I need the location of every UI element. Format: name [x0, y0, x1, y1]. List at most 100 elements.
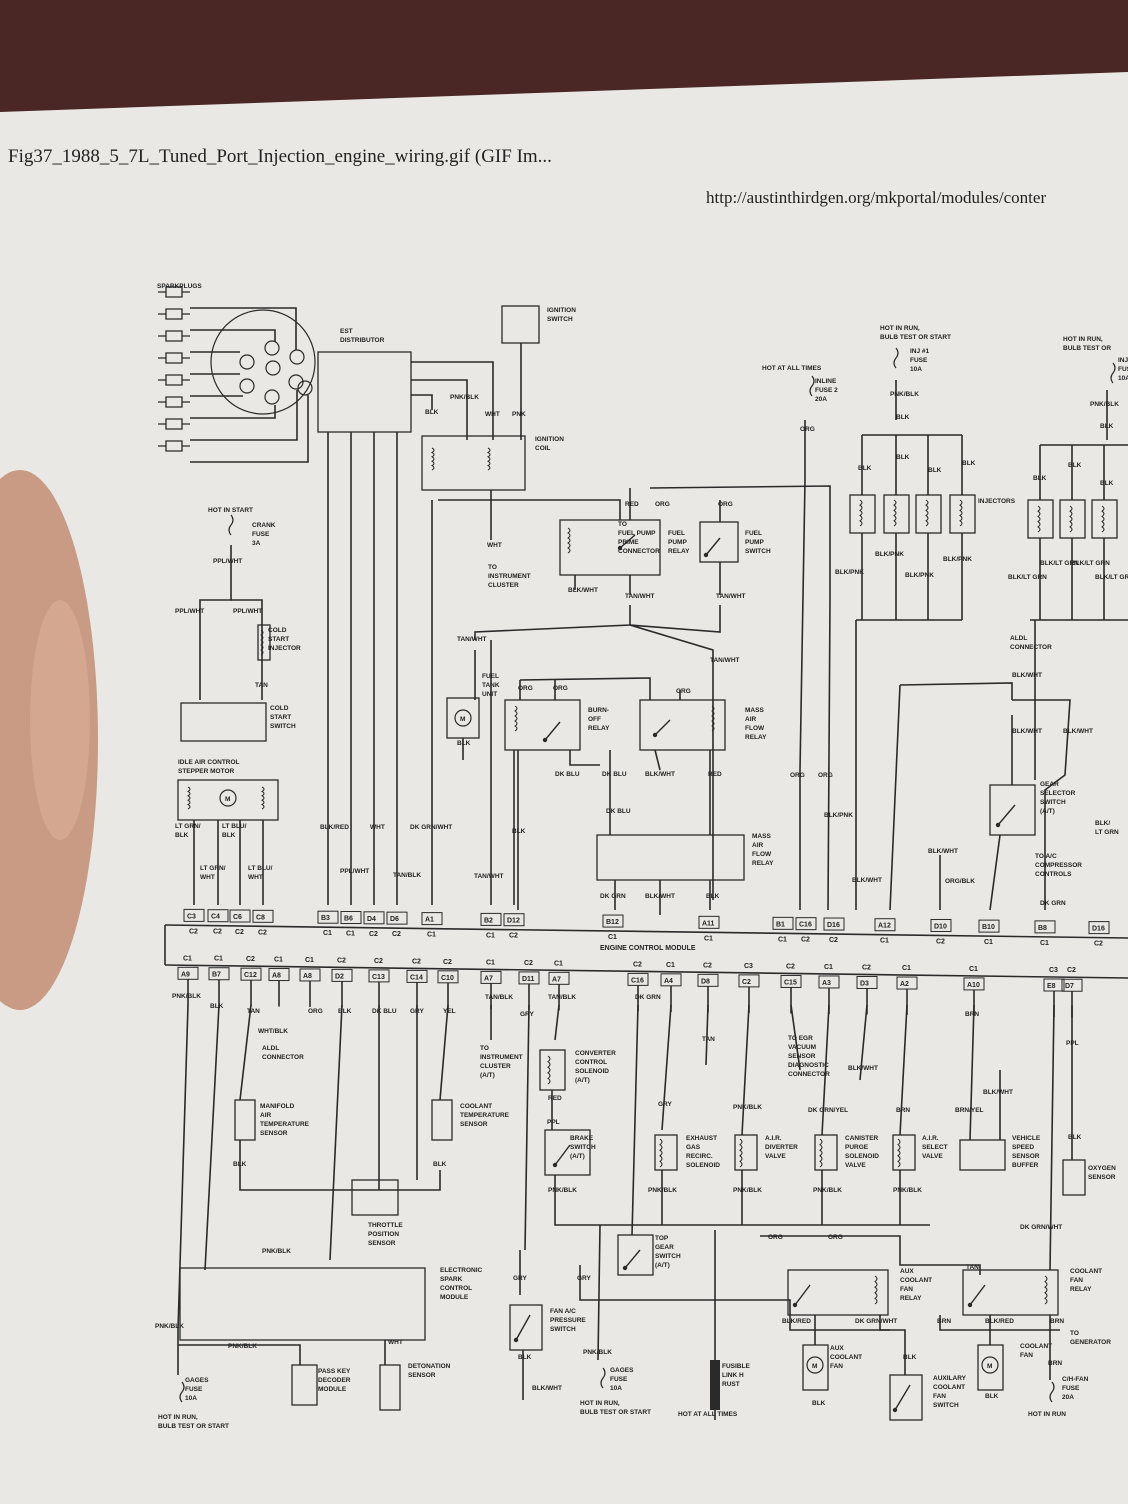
converter-solenoid-box — [539, 1049, 566, 1091]
diagram-label: DK GRN/WHT — [1020, 1224, 1062, 1231]
wire — [569, 750, 600, 766]
coil-icon — [1069, 505, 1073, 533]
ecm-pin-label: B8 — [1038, 925, 1047, 932]
diagram-label: CONTROL — [575, 1059, 607, 1066]
vehicle-speed-sensor-buffer-box — [959, 1139, 1006, 1171]
diagram-label: VALVE — [845, 1162, 866, 1169]
diagram-label: ALDL — [1010, 635, 1027, 642]
diagram-label: LT BLU/ — [222, 823, 247, 830]
wire — [989, 834, 1001, 911]
diagram-label: BLK — [338, 1008, 352, 1015]
ecm-pin-label: C16 — [631, 977, 644, 984]
diagram-label: BLK/ — [1095, 820, 1110, 827]
diagram-label: RELAY — [900, 1295, 922, 1302]
switch-icon — [619, 534, 636, 549]
diagram-label: CONTROL — [440, 1285, 472, 1292]
aux-coolant-fan-relay-box — [787, 1269, 889, 1316]
diagram-label: ORG — [818, 772, 833, 779]
distributor-cap-icon — [210, 309, 316, 415]
distributor-terminal — [239, 354, 255, 370]
diagram-label: SWITCH — [547, 316, 573, 323]
switch-contact — [703, 552, 709, 558]
diagram-label: BLK/WHT — [1012, 672, 1042, 679]
cold-start-switch-box — [180, 702, 267, 742]
diagram-label: CONVERTER — [575, 1050, 616, 1057]
switch-contact — [617, 545, 623, 551]
diagram-label: INJ #1 — [910, 348, 930, 355]
diagram-label: FAN — [1070, 1277, 1083, 1284]
ecm-pin-box — [317, 910, 339, 924]
diagram-label: BLK — [903, 1354, 917, 1361]
diagram-label: SENSOR — [1088, 1174, 1116, 1181]
diagram-label: WHT — [248, 874, 263, 881]
diagram-label: BLK/LT GRN — [1095, 574, 1128, 581]
diagram-label: BULB TEST OR START — [158, 1423, 229, 1430]
diagram-label: TAN/BLK — [485, 994, 513, 1001]
ecm-connector-label: C2 — [801, 937, 810, 944]
diagram-label: BLK/WHT — [983, 1089, 1013, 1096]
ecm-pin-label: D3 — [860, 980, 869, 987]
diagram-label: SENSOR — [788, 1053, 816, 1060]
ecm-pin-box — [503, 913, 525, 927]
ecm-connector-label: C2 — [369, 931, 378, 938]
diagram-label: FUEL — [482, 673, 499, 680]
diagram-label: TO — [618, 521, 627, 528]
spark-plug-icon — [158, 440, 190, 452]
diagram-label: CONNECTOR — [618, 548, 660, 555]
diagram-label: CANISTER — [845, 1135, 879, 1142]
diagram-label: BUFFER — [1012, 1162, 1039, 1169]
diagram-label: FUSE — [1062, 1385, 1080, 1392]
fuel-pump-motor-icon — [454, 709, 472, 727]
ecm-connector-label: C1 — [486, 932, 495, 939]
diagram-label: FUSE — [910, 357, 928, 364]
ecm-pin-box — [386, 911, 408, 925]
diagram-label: PNK/BLK — [893, 1187, 922, 1194]
diagram-label: BLK — [433, 1161, 447, 1168]
top-gear-switch-box — [617, 1234, 654, 1276]
diagram-label: BURN- — [588, 707, 609, 714]
diagram-label: TAN — [702, 1036, 715, 1043]
switch-icon — [544, 721, 561, 741]
ecm-connector-label: C2 — [524, 960, 533, 967]
diagram-label: INJECTORS — [978, 498, 1016, 505]
diagram-label: SELECT — [922, 1144, 948, 1151]
wire — [177, 1004, 189, 1375]
diagram-label: VALVE — [765, 1153, 786, 1160]
manifold-air-temp-sensor-box — [234, 1099, 256, 1141]
wire — [654, 749, 661, 771]
ecm-connector-label: C2 — [412, 958, 421, 965]
diagram-label: HOT AT ALL TIMES — [678, 1411, 738, 1418]
diagram-label: TO — [480, 1045, 489, 1052]
diagram-label: BLK — [1068, 462, 1082, 469]
diagram-label: BLK — [425, 409, 439, 416]
switch-contact — [513, 1337, 519, 1343]
diagram-label: INJ — [1118, 357, 1128, 364]
diagram-label: TAN/BLK — [393, 872, 421, 879]
diagram-label: FUEL PUMP — [618, 530, 656, 537]
injector-box — [883, 494, 910, 534]
diagram-label: BLK — [896, 414, 910, 421]
diagram-label: TOP — [655, 1235, 669, 1242]
ecm-pin-label: C13 — [372, 974, 385, 981]
ecm-connector-label: C3 — [1049, 967, 1058, 974]
ecm-pin-label: D6 — [390, 916, 399, 923]
diagram-label: SWITCH — [570, 1144, 596, 1151]
diagram-label: COOLANT — [830, 1354, 862, 1361]
ecm-pin-box — [1088, 921, 1110, 935]
diagram-label: BLK — [962, 460, 976, 467]
ecm-pin-label: E8 — [1047, 983, 1056, 990]
fuse-icon — [893, 347, 899, 369]
diagram-label: 20A — [815, 396, 827, 403]
coil-icon — [1044, 1275, 1048, 1305]
spark-plug-icon — [158, 418, 190, 430]
coil-icon — [1101, 505, 1105, 533]
diagram-label: AUXILARY — [933, 1375, 967, 1382]
diagram-label: BLK/RED — [320, 824, 349, 831]
diagram-label: SWITCH — [655, 1253, 681, 1260]
wire — [411, 379, 468, 440]
ecm-pin-label: C15 — [784, 979, 797, 986]
diagram-label: ORG — [553, 685, 568, 692]
diagram-label: BLK — [175, 832, 189, 839]
ecm-pin-label: D8 — [701, 978, 710, 985]
